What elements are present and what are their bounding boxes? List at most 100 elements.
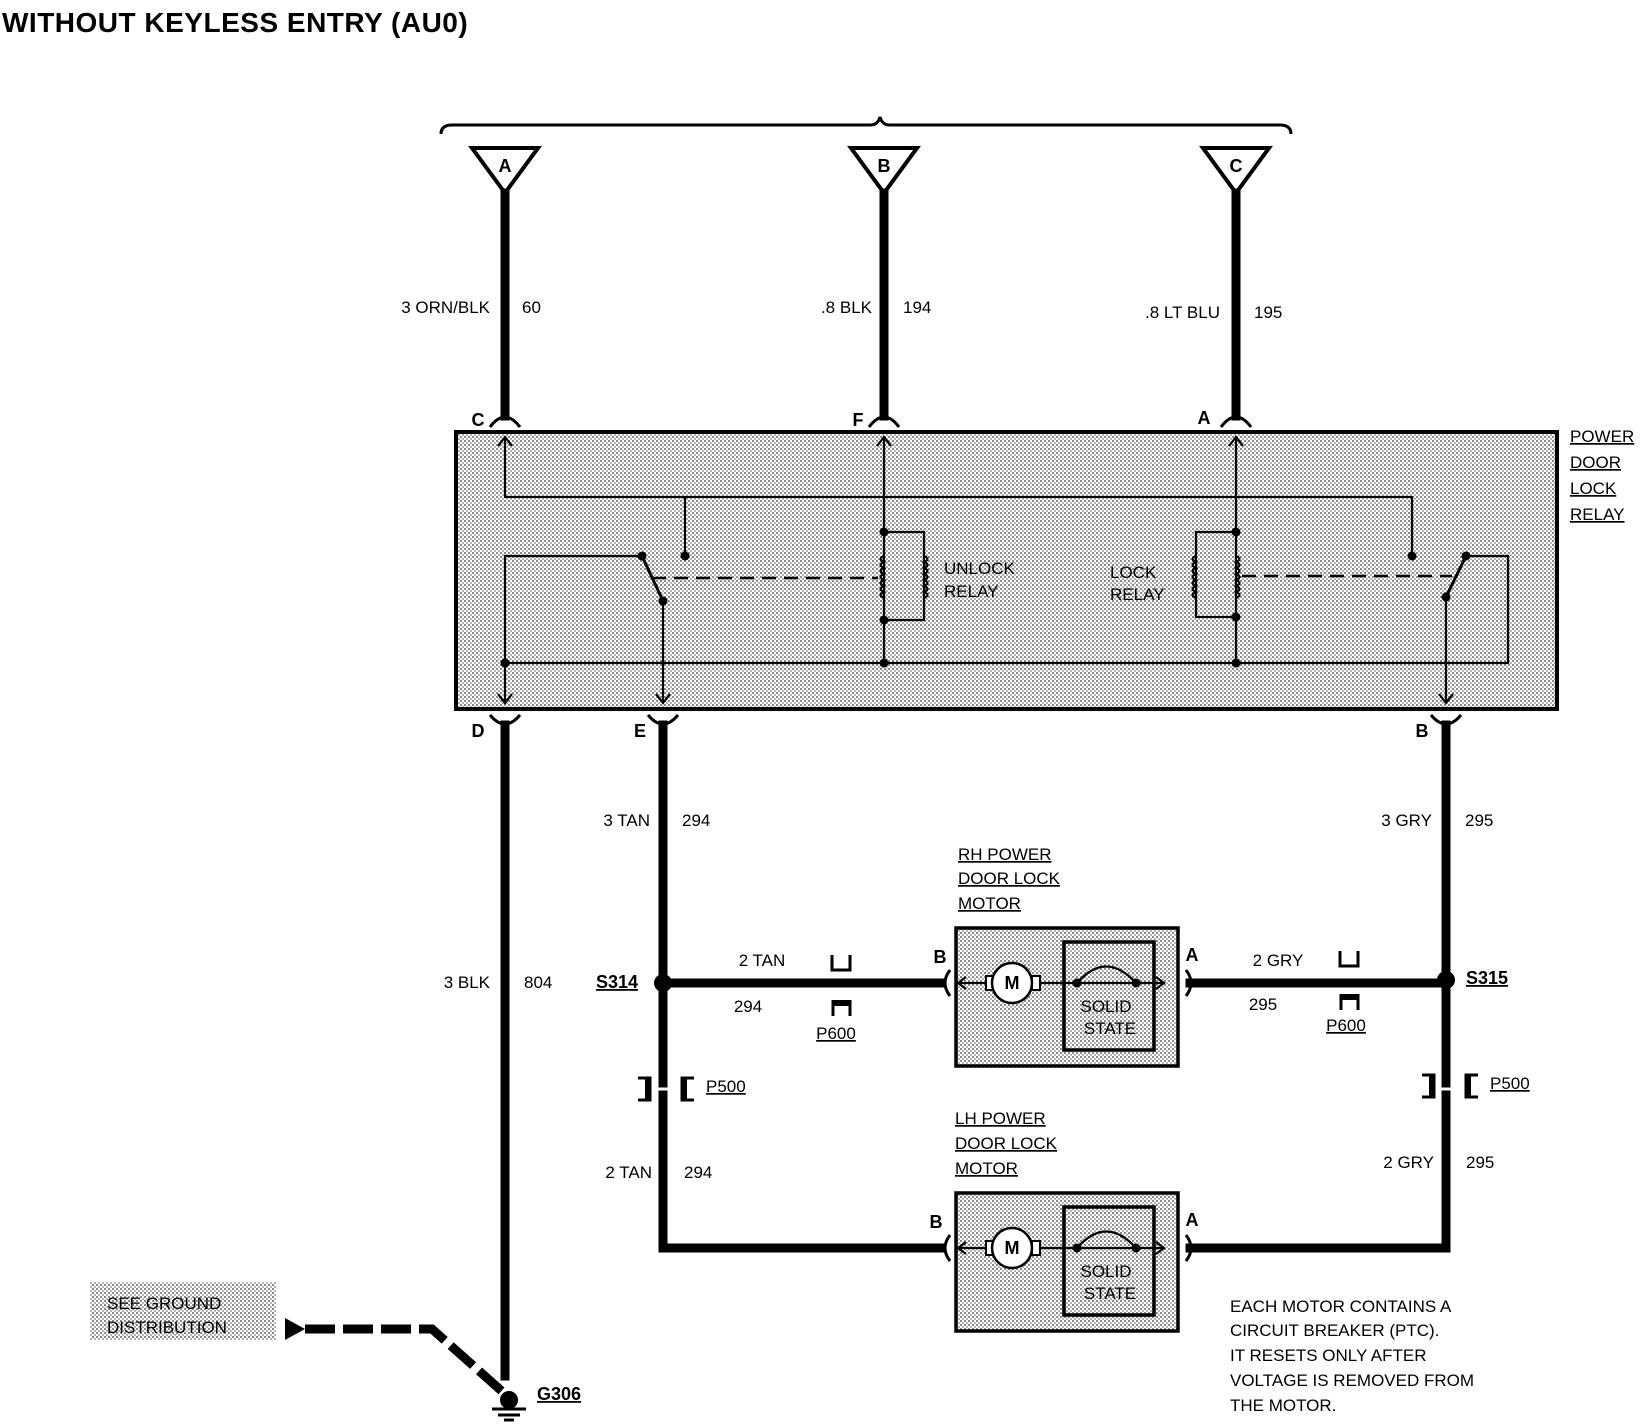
wire-295-top-circuit: 295 <box>1465 811 1493 830</box>
wire-294-top-circuit: 294 <box>682 811 710 830</box>
wire-294-lh-gauge: 2 TAN <box>605 1163 652 1182</box>
rh-power-door-lock-motor: M SOLID STATE <box>954 926 1180 1068</box>
circuit-breaker-note: EACH MOTOR CONTAINS A CIRCUIT BREAKER (P… <box>1230 1297 1474 1415</box>
relay-pin-a-connector <box>1219 415 1253 428</box>
relay-pin-b-label: B <box>1416 721 1429 741</box>
diagram-title: WITHOUT KEYLESS ENTRY (AU0) <box>2 7 468 38</box>
relay-pin-e-label: E <box>634 721 646 741</box>
rh-motor-pin-b-label: B <box>934 947 947 967</box>
wire-60-gauge: 3 ORN/BLK <box>401 298 490 317</box>
svg-text:P500: P500 <box>706 1077 746 1096</box>
lh-motor-symbol-icon <box>990 1226 1034 1270</box>
svg-text:DOOR LOCK: DOOR LOCK <box>958 869 1061 888</box>
rh-motor-pin-a-connector <box>1184 969 1193 997</box>
lh-motor-label: LH POWER DOOR LOCK MOTOR <box>955 1109 1058 1178</box>
relay-pin-d-label: D <box>472 721 485 741</box>
connector-p600-lh: P600 <box>1326 951 1366 1035</box>
relay-internal-circuit <box>497 435 1510 705</box>
svg-text:RH POWER: RH POWER <box>958 845 1052 864</box>
rh-motor-symbol-icon <box>990 961 1034 1005</box>
svg-text:STATE: STATE <box>1084 1019 1136 1038</box>
svg-text:B: B <box>878 156 891 176</box>
unlock-relay-label: UNLOCK RELAY <box>944 559 1016 601</box>
wire-294-top-gauge: 3 TAN <box>603 811 650 830</box>
terminal-c: C <box>1199 146 1273 197</box>
wire-295-rh-gauge: 2 GRY <box>1253 951 1304 970</box>
wire-295-lh-gauge: 2 GRY <box>1383 1153 1434 1172</box>
relay-pin-f-label: F <box>853 410 864 430</box>
svg-text:RELAY: RELAY <box>944 582 999 601</box>
connector-p500-right: P500 <box>1422 1073 1530 1099</box>
svg-text:IT RESETS ONLY AFTER: IT RESETS ONLY AFTER <box>1230 1346 1427 1365</box>
relay-pin-a-label: A <box>1198 408 1211 428</box>
svg-text:RELAY: RELAY <box>1570 505 1625 524</box>
svg-text:EACH MOTOR CONTAINS A: EACH MOTOR CONTAINS A <box>1230 1297 1452 1316</box>
terminal-a: A <box>468 146 542 197</box>
svg-text:M: M <box>1005 1238 1020 1258</box>
relay-pin-f-connector <box>867 415 901 428</box>
svg-text:A: A <box>499 156 512 176</box>
wire-294-lh-circuit: 294 <box>684 1163 712 1182</box>
svg-text:SOLID: SOLID <box>1080 997 1131 1016</box>
splice-s315-label: S315 <box>1466 968 1508 988</box>
rh-motor-pin-b-connector <box>943 969 952 997</box>
svg-text:POWER: POWER <box>1570 427 1634 446</box>
connector-p500-left: P500 <box>638 1076 746 1102</box>
svg-text:MOTOR: MOTOR <box>955 1159 1018 1178</box>
svg-text:DOOR: DOOR <box>1570 453 1621 472</box>
svg-text:DISTRIBUTION: DISTRIBUTION <box>107 1318 227 1337</box>
terminal-b: B <box>847 146 921 197</box>
wire-195-gauge: .8 LT BLU <box>1145 303 1220 322</box>
top-brace <box>439 116 1293 135</box>
wire-804-circuit: 804 <box>524 973 552 992</box>
lh-motor-pin-a-connector <box>1184 1234 1193 1262</box>
svg-text:P500: P500 <box>1490 1074 1530 1093</box>
lh-motor-pin-a-label: A <box>1186 1210 1199 1230</box>
splice-s314-dot <box>654 974 672 992</box>
ground-ref-arrow-icon <box>285 1318 305 1340</box>
svg-text:M: M <box>1005 973 1020 993</box>
svg-text:LOCK: LOCK <box>1570 479 1617 498</box>
wire-195-circuit: 195 <box>1254 303 1282 322</box>
wire-295-lh-circuit: 295 <box>1466 1153 1494 1172</box>
svg-text:VOLTAGE IS REMOVED FROM: VOLTAGE IS REMOVED FROM <box>1230 1371 1474 1390</box>
ground-g306-icon <box>492 1391 526 1422</box>
wire-294-lh <box>658 1090 945 1253</box>
svg-text:LOCK: LOCK <box>1110 563 1157 582</box>
svg-text:MOTOR: MOTOR <box>958 894 1021 913</box>
svg-text:RELAY: RELAY <box>1110 585 1165 604</box>
wire-60-circuit: 60 <box>522 298 541 317</box>
svg-text:SEE GROUND: SEE GROUND <box>107 1294 221 1313</box>
splice-s314-label: S314 <box>596 972 638 992</box>
svg-text:CIRCUIT BREAKER (PTC).: CIRCUIT BREAKER (PTC). <box>1230 1321 1439 1340</box>
connector-p600-rh: P600 <box>816 955 856 1043</box>
svg-text:STATE: STATE <box>1084 1284 1136 1303</box>
svg-text:THE MOTOR.: THE MOTOR. <box>1230 1396 1336 1415</box>
wire-294-rh-gauge: 2 TAN <box>739 951 786 970</box>
wire-294-rh-circuit: 294 <box>734 997 762 1016</box>
ground-dashed-wire <box>305 1324 508 1398</box>
wire-295-rh-circuit: 295 <box>1249 995 1277 1014</box>
wire-194-gauge: .8 BLK <box>821 298 873 317</box>
lh-motor-pin-b-label: B <box>930 1212 943 1232</box>
relay-pin-c-connector <box>488 415 522 428</box>
svg-text:LH POWER: LH POWER <box>955 1109 1046 1128</box>
wire-804-gauge: 3 BLK <box>444 973 491 992</box>
lock-relay-label: LOCK RELAY <box>1110 563 1165 604</box>
wire-295-top-gauge: 3 GRY <box>1381 811 1432 830</box>
svg-text:DOOR LOCK: DOOR LOCK <box>955 1134 1058 1153</box>
ground-distribution-reference: SEE GROUND DISTRIBUTION <box>90 1282 276 1340</box>
relay-label: POWER DOOR LOCK RELAY <box>1570 427 1634 524</box>
lh-motor-pin-b-connector <box>943 1234 952 1262</box>
wire-194-circuit: 194 <box>903 298 931 317</box>
rh-motor-pin-a-label: A <box>1186 945 1199 965</box>
splice-s315-dot <box>1437 971 1455 989</box>
svg-text:SOLID: SOLID <box>1080 1262 1131 1281</box>
svg-text:P600: P600 <box>1326 1016 1366 1035</box>
ground-g306-label: G306 <box>537 1384 581 1404</box>
svg-text:UNLOCK: UNLOCK <box>944 559 1016 578</box>
wire-295-lh <box>1185 1090 1451 1253</box>
svg-text:P600: P600 <box>816 1024 856 1043</box>
lh-power-door-lock-motor: M SOLID STATE <box>954 1191 1180 1333</box>
rh-motor-label: RH POWER DOOR LOCK MOTOR <box>958 845 1061 913</box>
